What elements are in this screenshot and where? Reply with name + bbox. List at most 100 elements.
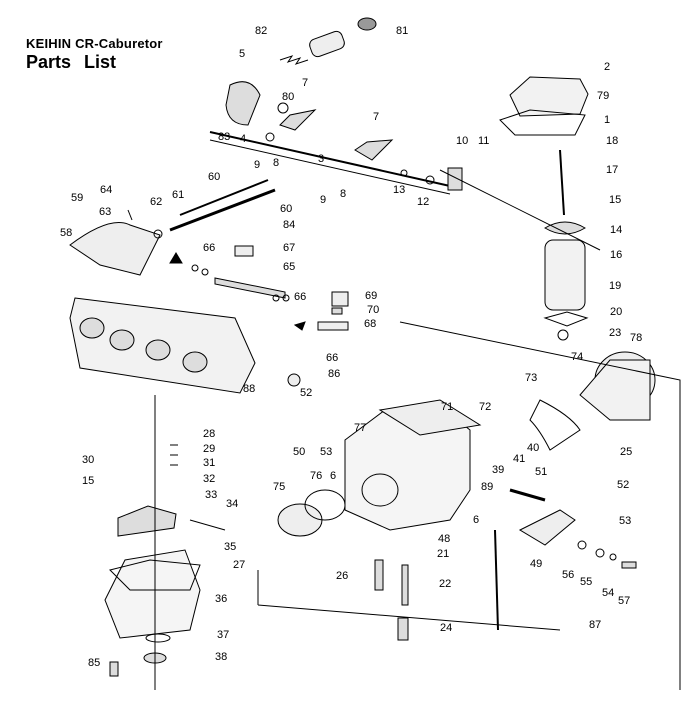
o-ring: [145, 633, 171, 643]
part-callout-19: 19: [609, 280, 621, 292]
float: [117, 505, 177, 537]
part-callout-7: 7: [373, 111, 379, 123]
part-callout-16: 16: [610, 249, 622, 261]
part-callout-41: 41: [513, 453, 525, 465]
shaft: [509, 488, 546, 502]
carb-bore: [79, 317, 105, 339]
part-callout-32: 32: [203, 473, 215, 485]
part-callout-17: 17: [606, 164, 618, 176]
part-callout-15: 15: [82, 475, 94, 487]
o-ring: [272, 294, 280, 302]
clip: [234, 245, 254, 257]
part-callout-6: 6: [473, 514, 479, 526]
rod: [179, 179, 269, 216]
gasket: [109, 559, 201, 591]
link-arm: [354, 139, 394, 161]
part-callout-64: 64: [100, 184, 112, 196]
part-callout-30: 30: [82, 454, 94, 466]
part-callout-60: 60: [280, 203, 292, 215]
washer: [577, 540, 587, 550]
part-callout-11: 11: [478, 135, 489, 147]
frame-line: [439, 169, 601, 251]
part-callout-56: 56: [562, 569, 574, 581]
part-callout-52: 52: [617, 479, 629, 491]
part-callout-65: 65: [283, 261, 295, 273]
part-callout-84: 84: [283, 219, 295, 231]
part-callout-58: 58: [60, 227, 72, 239]
fitting: [331, 291, 349, 307]
screw: [621, 561, 637, 569]
part-callout-27: 27: [233, 559, 245, 571]
part-callout-13: 13: [393, 184, 405, 196]
part-callout-77: 77: [354, 422, 366, 434]
screw: [127, 209, 133, 221]
plate: [543, 311, 589, 327]
part-callout-24: 24: [440, 622, 452, 634]
part-callout-54: 54: [602, 587, 614, 599]
part-callout-49: 49: [530, 558, 542, 570]
part-callout-23: 23: [609, 327, 621, 339]
part-callout-14: 14: [610, 224, 622, 236]
part-callout-75: 75: [273, 481, 285, 493]
nut: [400, 169, 408, 177]
part-callout-2: 2: [604, 61, 610, 73]
part-callout-80: 80: [282, 91, 294, 103]
part-callout-10: 10: [456, 135, 468, 147]
arrow: [169, 252, 183, 264]
intake: [361, 473, 399, 507]
spring: [170, 444, 178, 466]
part-callout-60: 60: [208, 171, 220, 183]
part-callout-52: 52: [300, 387, 312, 399]
washer: [265, 132, 275, 142]
frame-line: [257, 570, 561, 631]
part-callout-7: 7: [302, 77, 308, 89]
part-callout-66: 66: [203, 242, 215, 254]
part-callout-4: 4: [240, 133, 246, 145]
part-callout-66: 66: [294, 291, 306, 303]
part-callout-88: 88: [243, 383, 255, 395]
part-callout-20: 20: [610, 306, 622, 318]
nut: [153, 229, 163, 239]
part-callout-70: 70: [367, 304, 379, 316]
funnel-ring: [529, 399, 581, 451]
part-callout-62: 62: [150, 196, 162, 208]
diagram-title: KEIHIN CR-Caburetor: [26, 36, 163, 51]
part-callout-37: 37: [217, 629, 229, 641]
rod: [169, 188, 276, 232]
part-callout-89: 89: [481, 481, 493, 493]
part-callout-74: 74: [571, 351, 583, 363]
diagram-subtitle: Parts List: [26, 52, 117, 72]
part-callout-61: 61: [172, 189, 184, 201]
washer: [595, 548, 605, 558]
air-funnel: [579, 359, 651, 421]
intake-boot: [277, 503, 323, 537]
linkage: [214, 277, 286, 299]
cap: [357, 17, 377, 31]
part-callout-87: 87: [589, 619, 601, 631]
part-callout-18: 18: [606, 135, 618, 147]
part-callout-8: 8: [340, 188, 346, 200]
t-fitting: [317, 321, 349, 331]
bushing: [309, 30, 345, 58]
part-callout-51: 51: [535, 466, 547, 478]
gasket: [499, 109, 586, 136]
part-callout-81: 81: [396, 25, 408, 37]
throttle-arm: [518, 509, 576, 546]
pin: [189, 519, 226, 531]
part-callout-38: 38: [215, 651, 227, 663]
part-callout-36: 36: [215, 593, 227, 605]
part-callout-78: 78: [630, 332, 642, 344]
part-callout-85: 85: [88, 657, 100, 669]
o-ring: [191, 264, 199, 272]
part-callout-40: 40: [527, 442, 539, 454]
part-callout-26: 26: [336, 570, 348, 582]
part-callout-69: 69: [365, 290, 377, 302]
part-callout-1: 1: [604, 114, 610, 126]
part-callout-83: 83: [218, 131, 230, 143]
cap: [331, 307, 343, 315]
part-callout-21: 21: [437, 548, 449, 560]
part-callout-57: 57: [618, 595, 630, 607]
bracket: [447, 167, 463, 191]
